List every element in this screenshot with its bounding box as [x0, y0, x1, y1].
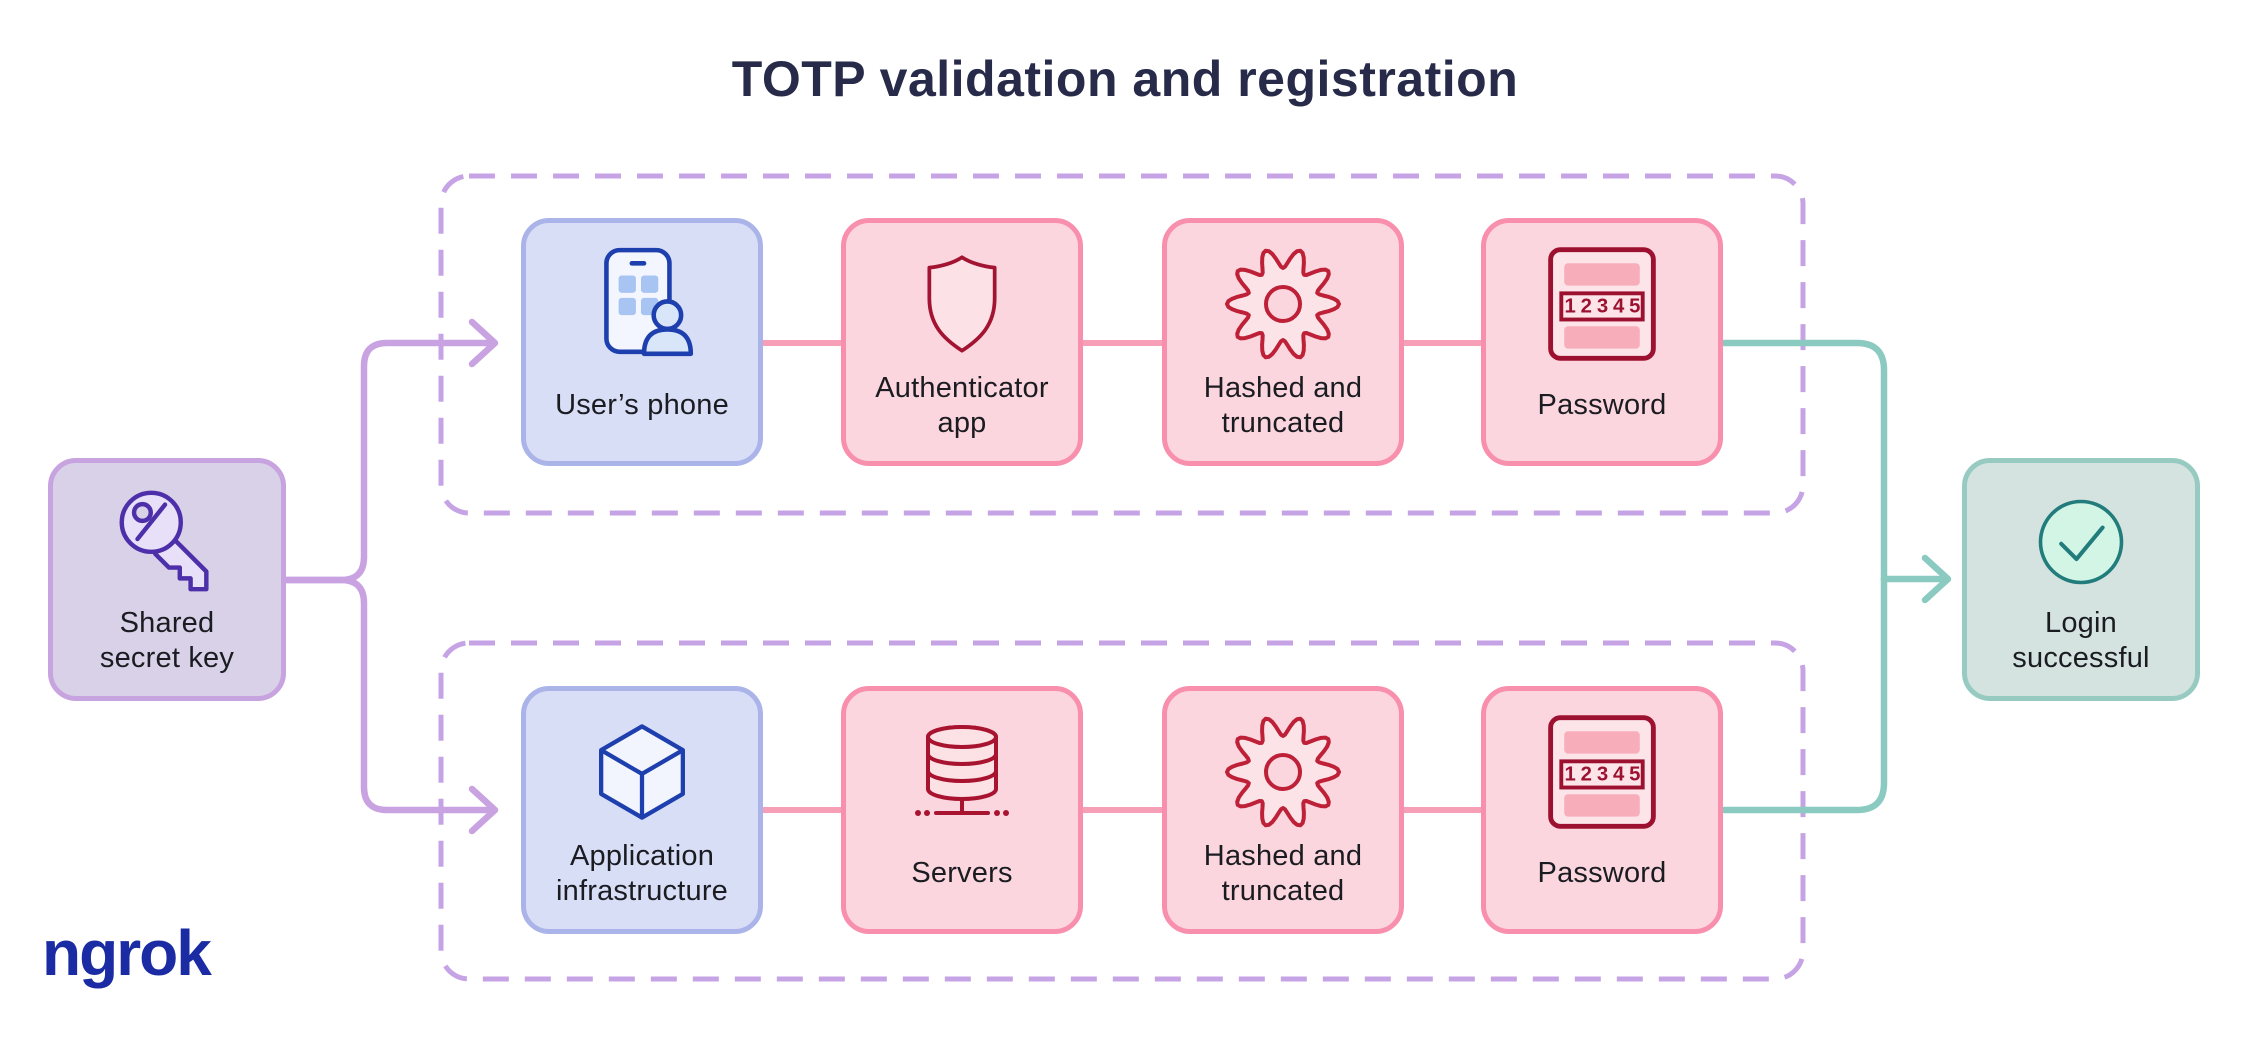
password-top-to-login-connector [1720, 339, 1888, 583]
shared-to-phone-connector [282, 339, 494, 584]
node-label: Login successful [2012, 606, 2150, 674]
database-icon [902, 691, 1022, 837]
node-label: Password [1537, 389, 1667, 422]
check-circle-icon [2027, 463, 2135, 604]
node-hashed-truncated-bottom: Hashed and truncated [1162, 686, 1404, 934]
password-icon: 12345 [1539, 691, 1665, 837]
phone-user-icon [581, 223, 703, 369]
node-label: Servers [911, 857, 1013, 890]
arrowhead-to-login [1921, 554, 1952, 604]
key-icon [108, 463, 226, 604]
password-digits: 12345 [1565, 296, 1646, 318]
cube-icon [585, 691, 699, 837]
node-label: Application infrastructure [555, 839, 729, 907]
node-label: Authenticator app [875, 371, 1049, 439]
node-servers: Servers [841, 686, 1083, 934]
password-icon: 12345 [1539, 223, 1665, 369]
gear-icon [1223, 691, 1343, 837]
node-label: Hashed and truncated [1203, 371, 1363, 439]
password-bottom-to-login-connector [1720, 575, 1888, 814]
page-title: TOTP validation and registration [731, 51, 1519, 107]
node-shared-secret-key: Shared secret key [48, 458, 286, 701]
node-application-infrastructure: Application infrastructure [521, 686, 763, 934]
password-digits: 12345 [1565, 764, 1646, 786]
node-users-phone: User’s phone [521, 218, 763, 466]
node-label: Shared secret key [99, 606, 235, 674]
node-password-bottom: 12345 Password [1481, 686, 1723, 934]
node-login-successful: Login successful [1962, 458, 2200, 701]
node-password-top: 12345 Password [1481, 218, 1723, 466]
node-hashed-truncated-top: Hashed and truncated [1162, 218, 1404, 466]
gear-icon [1223, 223, 1343, 369]
shield-icon [906, 223, 1018, 369]
node-label: User’s phone [555, 389, 729, 422]
node-label: Hashed and truncated [1203, 839, 1363, 907]
shared-to-infrastructure-connector [282, 576, 494, 814]
node-label: Password [1537, 857, 1667, 890]
ngrok-logo: ngrok [42, 917, 212, 989]
arrowhead-to-phone [468, 318, 499, 368]
arrowhead-to-infrastructure [468, 785, 499, 835]
node-authenticator-app: Authenticator app [841, 218, 1083, 466]
